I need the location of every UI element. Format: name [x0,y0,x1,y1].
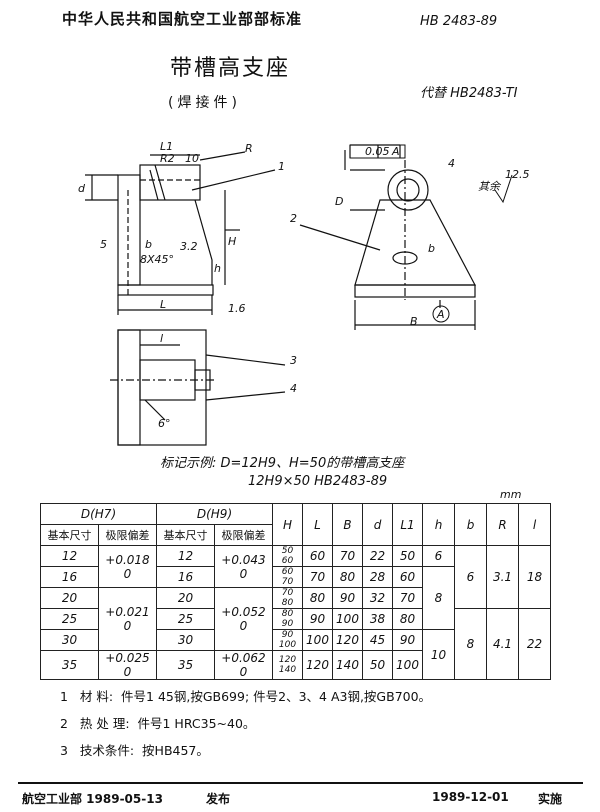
footer-effective-date: 1989-12-01 [432,790,509,804]
roughness-1-6: 1.6 [228,302,246,315]
col-dev-1: 极限偏差 [98,524,157,546]
document-subtitle: (焊接件) [168,95,241,111]
dim-B: B [410,315,418,328]
replaces-standard: 代替 HB2483-TI [420,86,518,101]
dim-10: 10 [185,152,199,165]
dim-L1: L1 [160,140,173,153]
dim-b-side: b [428,242,435,255]
dim-L: L [160,298,166,311]
col-h: h [422,503,455,546]
footer-rule [18,782,583,784]
callout-1: 1 [278,160,285,173]
bushing-outer [387,169,429,211]
upright-block [117,174,141,286]
col-L: L [302,503,333,546]
callout-3: 3 [290,354,297,367]
col-d: d [362,503,393,546]
tolerance-datum: A [391,145,400,158]
side-gusset [354,199,476,286]
dim-b-front: b [145,238,152,251]
rough-all-label: 其余 [478,180,502,193]
note-heat-treatment: 2 热 处 理: 件号1 HRC35~40。 [60,716,256,731]
roughness-3-2: 3.2 [180,240,198,253]
col-l: l [518,503,551,546]
footer-effective: 实施 [538,792,563,806]
note-material: 1 材 料: 件号1 45钢,按GB699; 件号2、3、4 A3钢,按GB70… [60,689,432,704]
dim-R2: R2 [160,152,175,165]
col-R: R [486,503,519,546]
dim-5: 5 [100,238,107,251]
issuing-organization: 中华人民共和国航空工业部部标准 [62,10,303,28]
standard-number: HB 2483-89 [420,14,498,29]
rough-value: 12.5 [505,168,530,181]
col-basic-1: 基本尺寸 [40,524,99,546]
chamfer-label: 8X45° [140,253,174,266]
col-dev-2: 极限偏差 [214,524,273,546]
plan-upright [117,329,141,446]
dimension-table: D(H7) D(H9) H L B d L1 h b R l 基本尺寸 极限偏差… [40,503,551,680]
note-technical-conditions: 3 技术条件: 按HB457。 [60,743,209,758]
tolerance-frame: 0.05 [365,145,390,158]
marking-example: 标记示例: D=12H9、H=50的带槽高支座 [160,456,405,471]
technical-drawing: L1 R2 10 R 1 d 5 b 8X45° 3.2 H h 1.6 L 0… [78,140,530,446]
col-b: b [454,503,487,546]
footer-issuer: 航空工业部 1989-05-13 [22,792,163,806]
callout-2: 2 [290,212,297,225]
document-title: 带槽高支座 [170,56,291,81]
dim-H: H [228,235,236,248]
dim-d: d [78,182,86,195]
angle-6deg: 6° [158,417,171,430]
dim-h: h [214,262,221,275]
marking-example-code: 12H9×50 HB2483-89 [248,474,388,489]
col-basic-2: 基本尺寸 [156,524,215,546]
gusset [194,199,213,285]
col-L1: L1 [392,503,423,546]
footer-issued: 发布 [206,792,231,806]
group-header-h9: D(H9) [156,503,273,525]
dim-D: D [335,195,343,208]
dim-R: R [245,142,253,155]
base-plate [117,284,214,296]
callout-4: 4 [290,382,297,395]
group-header-h7: D(H7) [40,503,157,525]
datum-a-label: A [436,308,445,321]
side-base [354,284,476,298]
bushing-inner [396,178,420,202]
unit-label: mm [500,488,522,501]
dim-4: 4 [448,157,455,170]
dim-l: l [160,332,163,345]
col-H: H [272,503,303,546]
col-B: B [332,503,363,546]
bushing-block [139,164,201,201]
